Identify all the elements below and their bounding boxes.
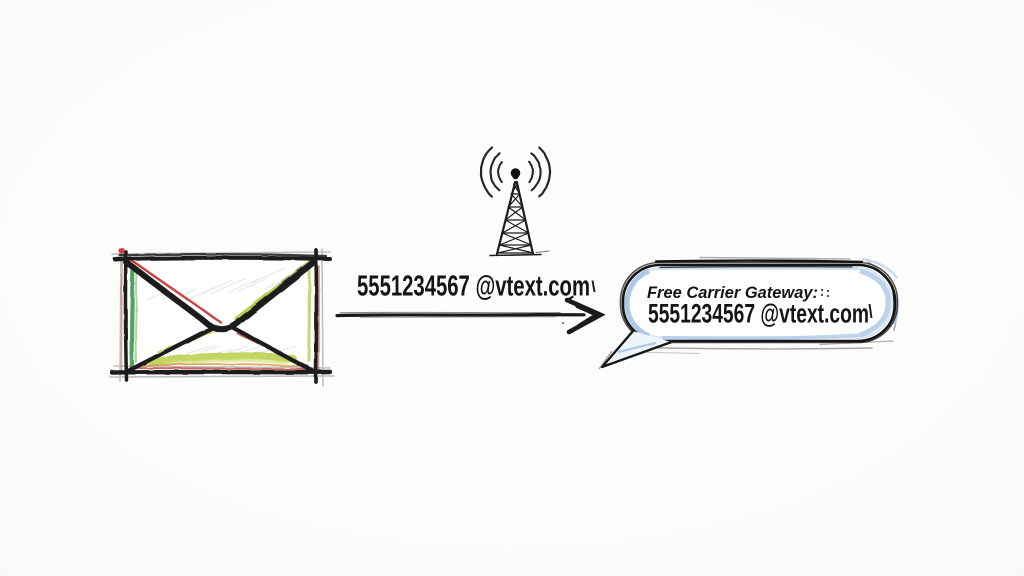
svg-text:Free Carrier Gateway:: Free Carrier Gateway: — [647, 284, 818, 302]
svg-text:5551234567 @vtext.com: 5551234567 @vtext.com — [648, 299, 869, 329]
svg-text:5551234567 @vtext.com: 5551234567 @vtext.com — [357, 271, 590, 303]
